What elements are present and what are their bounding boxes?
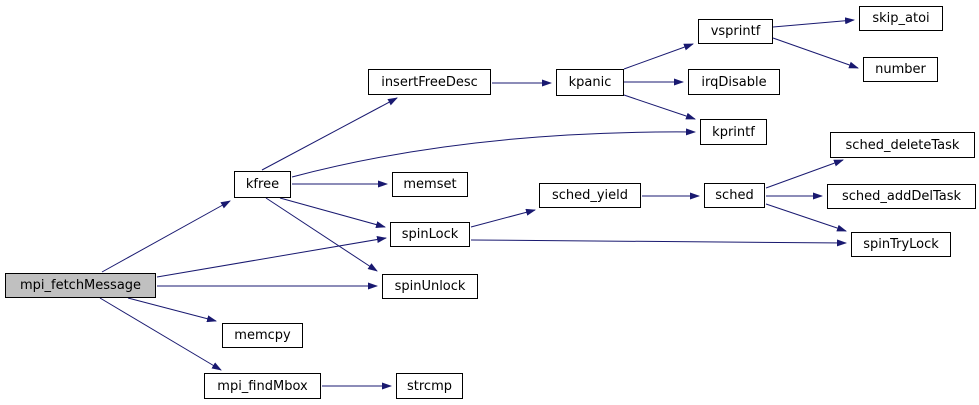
node-insertFreeDesc-label: insertFreeDesc bbox=[381, 74, 478, 90]
edge-spinLock-to-spinTryLock bbox=[470, 239, 847, 247]
node-strcmp-label: strcmp bbox=[407, 378, 452, 394]
node-number-label: number bbox=[875, 62, 926, 77]
node-spinLock-label: spinLock bbox=[401, 227, 459, 242]
edge-mpi_fetchMessage-to-kfree bbox=[101, 200, 231, 273]
node-sched_yield[interactable]: sched_yield bbox=[539, 183, 641, 208]
edge-kfree-to-kprintf bbox=[291, 128, 696, 178]
edge-vsprintf-to-skip_atoi bbox=[772, 17, 855, 28]
node-kfree[interactable]: kfree bbox=[234, 171, 291, 198]
node-strcmp[interactable]: strcmp bbox=[396, 373, 463, 399]
node-irqDisable[interactable]: irqDisable bbox=[688, 69, 780, 95]
node-mpi_findMbox-label: mpi_findMbox bbox=[217, 378, 308, 394]
node-sched-label: sched bbox=[715, 188, 754, 203]
node-spinTryLock-label: spinTryLock bbox=[863, 237, 939, 252]
edge-kfree-to-spinUnlock bbox=[265, 197, 378, 272]
edge-sched-to-spinTryLock bbox=[765, 203, 847, 232]
node-skip_atoi-label: skip_atoi bbox=[872, 11, 930, 26]
node-sched_deleteTask-label: sched_deleteTask bbox=[845, 137, 960, 153]
edge-spinLock-to-sched_yield bbox=[470, 208, 536, 228]
node-memset[interactable]: memset bbox=[392, 172, 468, 197]
node-sched_addDelTask[interactable]: sched_addDelTask bbox=[827, 184, 976, 209]
node-vsprintf[interactable]: vsprintf bbox=[698, 19, 773, 44]
node-kprintf[interactable]: kprintf bbox=[700, 119, 767, 145]
node-spinTryLock[interactable]: spinTryLock bbox=[851, 232, 951, 257]
node-insertFreeDesc[interactable]: insertFreeDesc bbox=[368, 69, 491, 95]
node-kpanic-label: kpanic bbox=[568, 75, 612, 90]
node-spinLock[interactable]: spinLock bbox=[390, 222, 470, 247]
node-sched_addDelTask-label: sched_addDelTask bbox=[841, 189, 962, 204]
edge-kpanic-to-kprintf bbox=[623, 94, 696, 120]
edge-kfree-to-insertFreeDesc bbox=[261, 97, 398, 171]
node-memcpy[interactable]: memcpy bbox=[222, 323, 303, 348]
edge-kfree-to-spinLock bbox=[279, 197, 386, 228]
node-vsprintf-label: vsprintf bbox=[710, 24, 761, 39]
node-spinUnlock-label: spinUnlock bbox=[394, 279, 466, 294]
node-sched[interactable]: sched bbox=[704, 183, 765, 208]
node-mpi_fetchMessage[interactable]: mpi_fetchMessage bbox=[5, 273, 156, 298]
edge-kpanic-to-vsprintf bbox=[623, 43, 694, 70]
node-kfree-label: kfree bbox=[245, 177, 280, 192]
node-sched_yield-label: sched_yield bbox=[551, 188, 629, 203]
edge-sched-to-sched_deleteTask bbox=[765, 159, 844, 189]
node-memset-label: memset bbox=[403, 177, 457, 192]
edge-mpi_fetchMessage-to-spinLock bbox=[156, 236, 387, 278]
node-number[interactable]: number bbox=[863, 57, 938, 82]
node-sched_deleteTask[interactable]: sched_deleteTask bbox=[830, 132, 975, 158]
node-mpi_fetchMessage-label: mpi_fetchMessage bbox=[19, 278, 142, 293]
node-kpanic[interactable]: kpanic bbox=[556, 69, 624, 96]
node-mpi_findMbox[interactable]: mpi_findMbox bbox=[204, 373, 321, 399]
edge-mpi_fetchMessage-to-mpi_findMbox bbox=[99, 297, 222, 371]
node-skip_atoi[interactable]: skip_atoi bbox=[859, 6, 943, 31]
node-kprintf-label: kprintf bbox=[712, 124, 755, 140]
node-irqDisable-label: irqDisable bbox=[701, 74, 767, 90]
edge-mpi_fetchMessage-to-memcpy bbox=[127, 297, 217, 323]
node-spinUnlock[interactable]: spinUnlock bbox=[382, 274, 478, 299]
node-memcpy-label: memcpy bbox=[234, 328, 291, 343]
edge-vsprintf-to-number bbox=[772, 37, 859, 69]
